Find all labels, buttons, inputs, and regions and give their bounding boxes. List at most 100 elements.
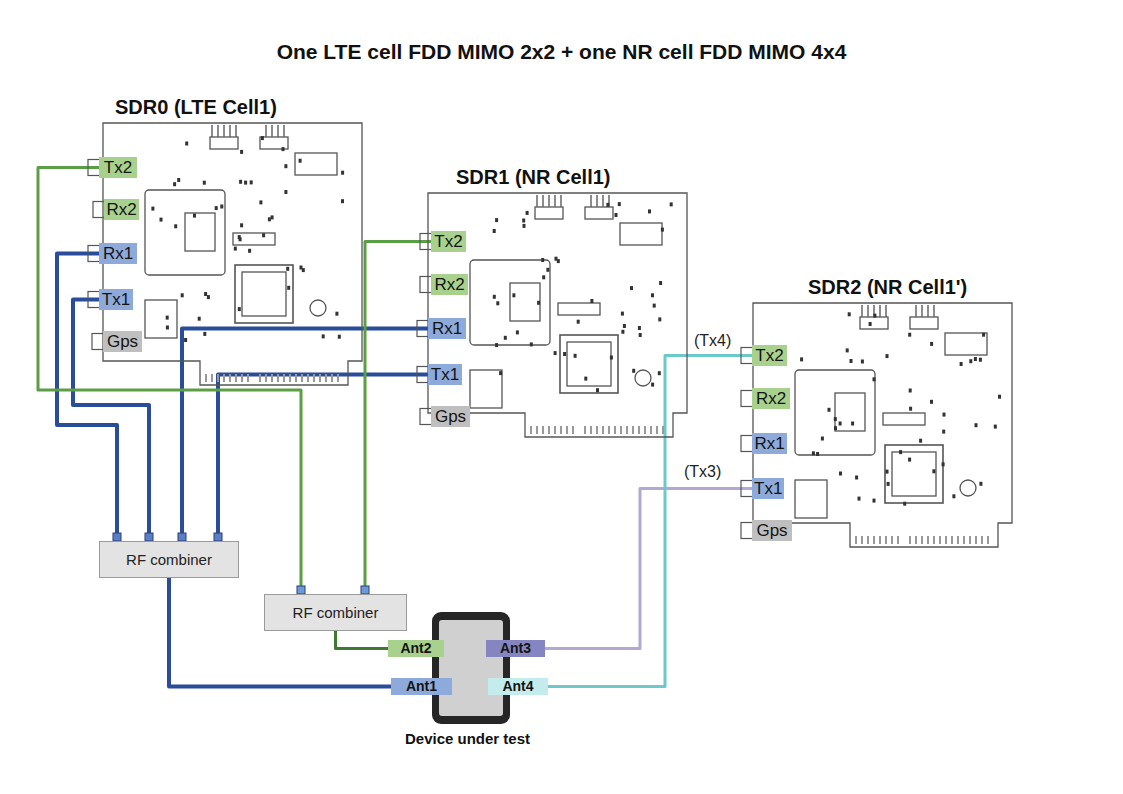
pcie-finger	[933, 536, 935, 544]
port-node: Tx2	[99, 157, 137, 178]
port-node: Rx1	[752, 433, 787, 454]
pcb-smd	[887, 482, 890, 486]
pcie-finger	[626, 426, 628, 434]
pcb-smd	[204, 292, 207, 296]
combiner-port	[361, 586, 369, 594]
rf-cable	[365, 242, 431, 595]
pcie-finger	[891, 536, 893, 544]
pcb-smd	[181, 293, 184, 297]
pcie-finger	[909, 536, 911, 544]
port-name: Gps	[107, 331, 138, 352]
pcie-finger	[283, 374, 285, 382]
pcie-finger	[554, 426, 556, 434]
pcb-part	[510, 283, 540, 321]
pcb-smd	[584, 377, 587, 381]
pcb-part	[145, 300, 177, 338]
pcb-pin	[283, 125, 285, 137]
port-node: Tx1	[99, 289, 133, 310]
pcb-smd	[173, 182, 176, 186]
pcie-finger	[987, 536, 989, 544]
rf-cable	[545, 489, 752, 649]
port-alias: (Tx3)	[683, 463, 722, 481]
pcb-smd	[886, 354, 889, 358]
pcb-smd	[908, 458, 911, 462]
pcb-smd	[522, 219, 525, 223]
pcb-pin	[554, 195, 556, 207]
pcb-part	[945, 333, 987, 355]
sdr-board-drawing	[425, 165, 690, 437]
port-node: Tx2	[752, 345, 787, 366]
pcb-smd	[998, 395, 1001, 399]
combiner-port	[214, 533, 222, 541]
pcb-smd	[185, 142, 188, 146]
pcie-finger	[548, 426, 550, 434]
pcie-finger	[295, 374, 297, 382]
comb-node: RF combiner	[264, 594, 407, 631]
pcb-smd	[930, 342, 933, 346]
pcie-finger	[602, 426, 604, 434]
port-name: Rx2	[756, 388, 786, 409]
pcb-smd	[932, 469, 935, 473]
pcb-smd	[630, 286, 633, 290]
pcie-finger	[289, 374, 291, 382]
pcb-part	[235, 265, 293, 323]
pcb-pin	[590, 195, 592, 207]
pcie-finger	[259, 374, 261, 382]
port-name: Rx2	[106, 199, 136, 220]
pcie-finger	[205, 374, 207, 382]
pcb-smd	[493, 229, 496, 233]
pcb-smd	[542, 275, 545, 279]
pcie-finger	[247, 374, 249, 382]
pcb-pin	[217, 125, 219, 137]
diagram-title: One LTE cell FDD MIMO 2x2 + one NR cell …	[0, 39, 1123, 65]
pcb-smd	[284, 164, 287, 168]
pcb-smd	[839, 422, 842, 426]
port-node: Rx2	[104, 199, 139, 220]
pcb-part	[620, 223, 662, 245]
pcb-smd	[504, 336, 507, 340]
pcie-finger	[241, 374, 243, 382]
pcb-pin	[602, 195, 604, 207]
combiner-port	[145, 533, 153, 541]
pcb-part	[567, 342, 611, 386]
pcb-smd	[177, 178, 180, 182]
port-alias: (Tx4)	[693, 332, 732, 350]
pcb-smd	[873, 314, 876, 318]
pcie-finger	[271, 374, 273, 382]
pcb-smd	[974, 357, 977, 361]
pcb-smd	[638, 326, 641, 330]
pcie-finger	[337, 374, 339, 382]
pcb-smd	[919, 439, 922, 443]
pcie-finger	[981, 536, 983, 544]
pcb-smd	[203, 181, 206, 185]
pcie-finger	[277, 374, 279, 382]
pcb-smd	[554, 351, 557, 355]
antenna-name: Ant4	[502, 678, 533, 695]
pcb-part	[210, 137, 238, 149]
port-name: Rx1	[754, 433, 784, 454]
device-caption: Device under test	[380, 730, 555, 748]
pcb-smd	[240, 150, 243, 154]
pcb-smd	[240, 223, 243, 227]
pcb-smd	[873, 377, 876, 381]
pcb-smd	[969, 359, 972, 363]
pcb-part	[892, 452, 936, 496]
pcb-smd	[268, 217, 271, 221]
pcie-finger	[566, 426, 568, 434]
rf-cable	[38, 168, 301, 595]
pcb-smd	[994, 425, 997, 429]
port-name: Rx1	[432, 318, 462, 339]
pcb-smd	[322, 334, 325, 338]
pcb-part	[860, 317, 888, 329]
pcie-finger	[319, 374, 321, 382]
pcie-finger	[927, 536, 929, 544]
pcb-smd	[250, 180, 253, 184]
pcie-finger	[650, 426, 652, 434]
pcb-smd	[184, 338, 187, 342]
pcb-part	[885, 445, 943, 503]
port-node: Rx2	[431, 274, 468, 295]
pcb-smd	[495, 343, 498, 347]
pcb-pin	[229, 125, 231, 137]
pcb-smd	[530, 342, 533, 346]
pcb-part	[795, 370, 875, 455]
